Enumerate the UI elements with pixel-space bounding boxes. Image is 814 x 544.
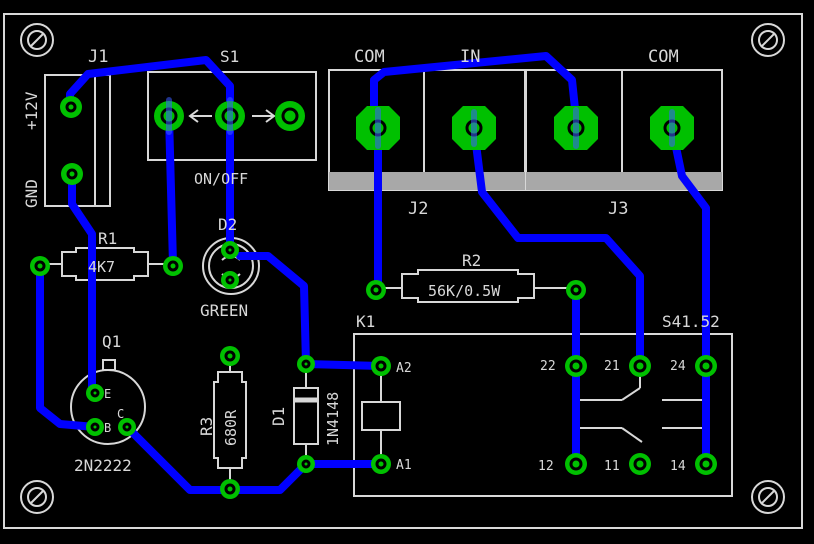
label-pin21: 21 xyxy=(604,359,620,374)
label-j2: J2 xyxy=(408,199,428,219)
pad-r1-left xyxy=(30,256,50,276)
label-onoff: ON/OFF xyxy=(194,170,248,188)
pad-k1-14 xyxy=(695,453,717,475)
pad-k1-11 xyxy=(629,453,651,475)
label-relay-part: S41.52 xyxy=(662,312,720,331)
label-r2-value: 56K/0.5W xyxy=(428,282,501,300)
trace-switch-r1 xyxy=(165,112,177,268)
label-r2: R2 xyxy=(462,251,481,270)
pad-k1-a2 xyxy=(371,356,391,376)
label-gnd: GND xyxy=(22,179,41,208)
trace-gnd xyxy=(68,170,96,397)
mounting-hole-bottom-left-icon xyxy=(20,480,54,514)
pad-k1-24 xyxy=(695,355,717,377)
s1-arrow-left-icon xyxy=(188,109,212,123)
pad-d1-k xyxy=(297,455,315,473)
r2-body xyxy=(401,269,535,303)
trace-in-21 xyxy=(470,124,644,370)
j3-terminal-bar xyxy=(526,172,722,190)
pad-q1-b xyxy=(86,418,104,436)
pad-d1-a xyxy=(297,355,315,373)
trace-com-r2 xyxy=(370,52,581,132)
label-s1: S1 xyxy=(220,47,239,66)
pad-d2-a xyxy=(221,241,239,259)
label-a2: A2 xyxy=(396,361,412,376)
pad-k1-22 xyxy=(565,355,587,377)
label-com-right: COM xyxy=(648,47,679,67)
mounting-hole-bottom-right-icon xyxy=(751,480,785,514)
board-outline xyxy=(3,13,803,529)
label-pin14: 14 xyxy=(670,459,686,474)
pads xyxy=(30,96,717,499)
pad-j1-gnd xyxy=(61,163,83,185)
pad-k1-a1 xyxy=(371,454,391,474)
label-green: GREEN xyxy=(200,301,248,320)
mounting-hole-top-left-icon xyxy=(20,23,54,57)
mounting-hole-top-right-icon xyxy=(751,23,785,57)
pad-r3-top xyxy=(220,346,240,366)
pad-r3-bottom xyxy=(220,479,240,499)
label-d1: D1 xyxy=(269,407,288,426)
trace-collector xyxy=(123,423,310,494)
label-j1: J1 xyxy=(88,47,108,67)
trace-j3com-24 xyxy=(668,124,710,370)
label-pin24: 24 xyxy=(670,359,686,374)
r1-body xyxy=(61,247,149,281)
pad-d2-k xyxy=(221,271,239,289)
trace-led-a2 xyxy=(236,252,385,370)
pad-j1-12v xyxy=(60,96,82,118)
label-12v: +12V xyxy=(22,91,41,130)
pad-r2-right xyxy=(566,280,586,300)
pad-s1-right xyxy=(275,101,305,131)
pad-r1-right xyxy=(163,256,183,276)
label-in: IN xyxy=(460,47,480,67)
copper-traces xyxy=(36,52,710,494)
pad-r2-left xyxy=(366,280,386,300)
label-r1: R1 xyxy=(98,229,117,248)
label-r1-value: 4K7 xyxy=(88,258,115,276)
k1-outline xyxy=(353,333,733,497)
pad-k1-12 xyxy=(565,453,587,475)
label-q1-part: 2N2222 xyxy=(74,456,132,475)
j2-terminal-bar xyxy=(329,172,525,190)
label-d2: D2 xyxy=(218,215,237,234)
mounting-holes xyxy=(20,23,785,514)
label-q1: Q1 xyxy=(102,332,121,351)
label-q1-b: B xyxy=(104,421,111,435)
pad-k1-21 xyxy=(629,355,651,377)
pad-q1-e xyxy=(86,384,104,402)
label-a1: A1 xyxy=(396,458,412,473)
label-pin11: 11 xyxy=(604,459,620,474)
r3-body xyxy=(213,371,247,469)
pad-q1-c xyxy=(118,418,136,436)
label-r3: R3 xyxy=(197,417,216,436)
trace-r1-base xyxy=(36,262,99,431)
label-d1-part: 1N4148 xyxy=(324,392,342,446)
label-com-left: COM xyxy=(354,47,385,67)
label-j3: J3 xyxy=(608,199,628,219)
label-pin22: 22 xyxy=(540,359,556,374)
label-r3-value: 680R xyxy=(222,409,240,446)
label-pin12: 12 xyxy=(538,459,554,474)
label-q1-c: C xyxy=(117,407,124,421)
label-k1: K1 xyxy=(356,312,375,331)
label-q1-e: E xyxy=(104,387,111,401)
s1-arrow-right-icon xyxy=(252,109,276,123)
